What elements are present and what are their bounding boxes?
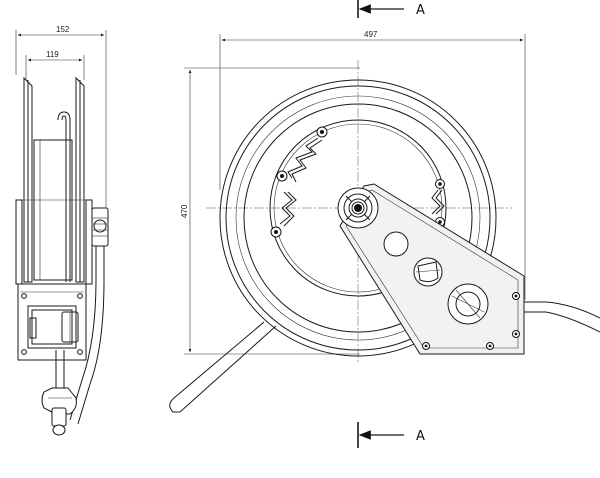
spring-guide-left [279,137,323,227]
dimension-side-frame: 119 [25,50,85,80]
dimension-label-152: 152 [56,25,70,34]
swivel-fitting [91,207,109,247]
central-hub [337,187,379,229]
drum-inner-plate [269,119,447,297]
dimension-label-497: 497 [364,30,378,39]
dimension-side-overall: 152 [15,25,107,215]
inlet-hose-side [69,246,97,421]
section-mark-top: A [357,0,425,18]
dimension-label-119: 119 [46,50,59,59]
drum-outer-ring [219,79,497,357]
bracket-bolts [422,292,520,350]
spring-guide-right [431,189,445,215]
section-label-top: A [416,3,425,18]
dimension-front-height: 470 [180,67,360,355]
section-label-bottom: A [416,429,425,444]
inlet-hose-front [524,301,600,333]
side-view: 152 119 [15,25,109,436]
side-frame [15,76,93,361]
dimension-front-width: 497 [219,30,526,300]
dimension-label-470: 470 [180,204,189,218]
front-view: 497 470 [169,30,600,413]
hose-tail-left [169,321,277,413]
bracket-cutout-top [383,231,409,257]
drum-bolts [270,126,445,238]
section-mark-bottom: A [357,422,425,448]
hose-outlet-side [41,350,77,436]
